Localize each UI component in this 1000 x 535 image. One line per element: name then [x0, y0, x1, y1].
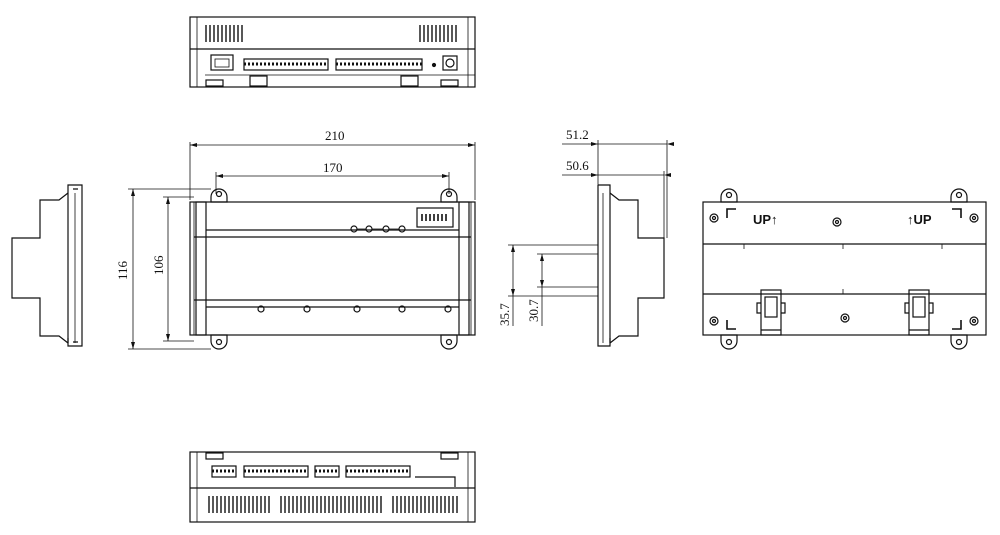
back-ear-tl — [720, 188, 738, 203]
top-clip-left — [205, 79, 224, 87]
top-vent-right — [419, 25, 457, 42]
mount-ear-bl — [210, 334, 228, 350]
back-din-clip-left — [756, 289, 786, 336]
led-dot — [431, 62, 437, 68]
bottom-view-body — [189, 451, 476, 523]
dim-rail-height: 35.7 — [497, 303, 512, 326]
front-bottom-dots — [257, 305, 452, 313]
top-din-clip-right — [400, 75, 419, 87]
front-leds — [350, 225, 406, 233]
dim-width-mount: 170 — [323, 160, 343, 175]
back-ear-bl — [720, 334, 738, 350]
mount-ear-tr — [440, 188, 458, 203]
bottom-view — [189, 451, 476, 523]
left-side-profile — [11, 192, 69, 344]
front-side-rail-right — [458, 201, 470, 336]
back-ear-br — [950, 334, 968, 350]
up-label-left: UP↑ — [753, 212, 778, 227]
back-view-body — [702, 201, 987, 336]
dim-depth-overall: 51.2 — [566, 127, 589, 142]
front-view: 210 170 116 106 — [115, 128, 476, 350]
dip-switch — [416, 207, 454, 228]
back-din-clip-right — [904, 289, 934, 336]
up-label-right: ↑UP — [907, 212, 932, 227]
mount-ear-br — [440, 334, 458, 350]
dim-height-body: 106 — [151, 255, 166, 275]
bottom-clip-right — [440, 452, 459, 460]
bottom-clip-left — [205, 452, 224, 460]
dim-rail-offset: 30.7 — [526, 299, 541, 322]
right-side-profile — [609, 192, 665, 344]
back-screw-holes — [709, 213, 979, 326]
front-view-body — [189, 201, 476, 336]
right-side-view: 51.2 50.6 35.7 30.7 — [497, 127, 674, 347]
back-view: UP↑ ↑UP — [702, 188, 987, 350]
bottom-vents — [208, 496, 458, 513]
top-view — [189, 16, 476, 88]
top-din-clip-left — [249, 75, 268, 87]
front-side-rail-left — [195, 201, 207, 336]
back-ear-tr — [950, 188, 968, 203]
top-clip-right — [440, 79, 459, 87]
rj45-port — [210, 54, 234, 71]
top-view-body — [189, 16, 476, 88]
left-side-view — [11, 184, 83, 347]
power-jack — [442, 55, 458, 71]
bottom-dip-recess — [415, 476, 456, 487]
mount-ear-tl — [210, 188, 228, 203]
dim-width-overall: 210 — [325, 128, 345, 143]
top-vent-left — [205, 25, 243, 42]
dim-depth-body: 50.6 — [566, 158, 589, 173]
dim-height-overall: 116 — [115, 260, 130, 280]
